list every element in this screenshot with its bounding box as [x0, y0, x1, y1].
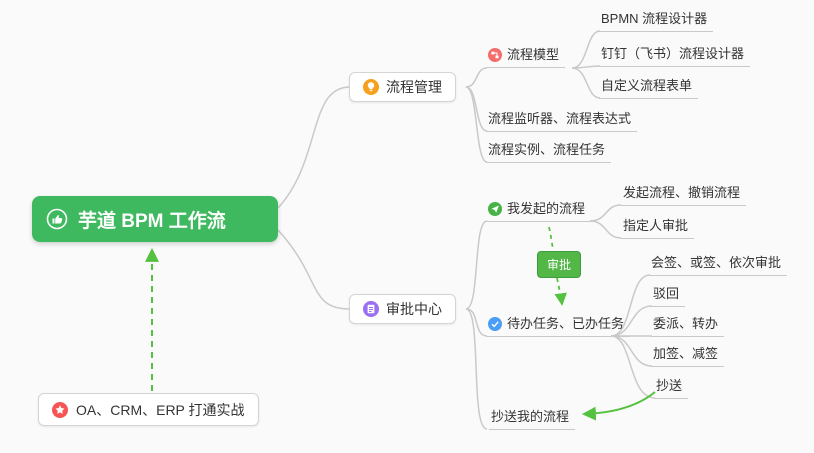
node-cc[interactable]: 抄送 — [654, 377, 689, 399]
leaf-label: 流程监听器、流程表达式 — [488, 111, 632, 126]
leaf-label: 加签、减签 — [653, 346, 719, 361]
node-bpmn-designer[interactable]: BPMN 流程设计器 — [599, 10, 714, 32]
star-icon — [52, 401, 68, 418]
node-cc-my-process[interactable]: 抄送我的流程 — [489, 408, 576, 430]
node-add-remove-sign[interactable]: 加签、减签 — [651, 345, 725, 367]
root-node[interactable]: 芋道 BPM 工作流 — [32, 196, 278, 242]
node-custom-form[interactable]: 自定义流程表单 — [599, 77, 699, 99]
leaf-label: 待办任务、已办任务 — [507, 316, 625, 331]
relation-arrow-cc — [581, 391, 656, 421]
relation-line-approve-top — [548, 226, 554, 251]
branch-approval-center[interactable]: 审批中心 — [349, 294, 456, 324]
leaf-label: 抄送我的流程 — [491, 409, 570, 424]
leaf-label: 钉钉（飞书）流程设计器 — [601, 46, 745, 61]
leaf-label: 发起流程、撤销流程 — [623, 185, 741, 200]
node-initiate-cancel[interactable]: 发起流程、撤销流程 — [621, 184, 747, 206]
leaf-label: 会签、或签、依次审批 — [651, 255, 782, 270]
node-listener-expression[interactable]: 流程监听器、流程表达式 — [486, 110, 638, 132]
node-instance-task[interactable]: 流程实例、流程任务 — [486, 141, 612, 163]
note-oa-crm-erp[interactable]: OA、CRM、ERP 打通实战 — [38, 393, 259, 426]
leaf-label: 抄送 — [656, 378, 683, 393]
node-delegate-transfer[interactable]: 委派、转办 — [651, 315, 725, 337]
thumbs-up-icon — [46, 208, 68, 230]
leaf-label: BPMN 流程设计器 — [601, 11, 708, 26]
relation-arrows — [145, 226, 656, 421]
node-countersign[interactable]: 会签、或签、依次审批 — [649, 254, 788, 276]
node-dingtalk-designer[interactable]: 钉钉（飞书）流程设计器 — [599, 45, 751, 67]
relation-badge-approve[interactable]: 审批 — [537, 251, 582, 278]
clipboard-icon — [363, 301, 379, 317]
leaf-label: 驳回 — [653, 286, 680, 301]
leaf-label: 我发起的流程 — [507, 201, 586, 216]
node-assignee-approval[interactable]: 指定人审批 — [621, 217, 695, 239]
leaf-label: 委派、转办 — [653, 316, 719, 331]
branch-label: 审批中心 — [386, 301, 442, 317]
leaf-label: 流程模型 — [507, 47, 560, 62]
leaf-label: 自定义流程表单 — [601, 78, 693, 93]
branch-process-management[interactable]: 流程管理 — [349, 72, 456, 102]
check-icon — [488, 316, 502, 331]
branch-connectors — [277, 30, 656, 430]
leaf-label: 指定人审批 — [623, 218, 689, 233]
lightbulb-icon — [363, 79, 379, 95]
node-reject[interactable]: 驳回 — [651, 285, 686, 307]
node-process-model[interactable]: 流程模型 — [486, 46, 566, 68]
branch-label: 流程管理 — [386, 79, 442, 95]
leaf-label: 流程实例、流程任务 — [488, 142, 606, 157]
note-label: OA、CRM、ERP 打通实战 — [76, 401, 245, 418]
node-todo-done[interactable]: 待办任务、已办任务 — [486, 315, 631, 337]
relation-arrow-approve — [554, 277, 567, 306]
paper-plane-icon — [488, 201, 502, 216]
root-label: 芋道 BPM 工作流 — [78, 210, 226, 232]
badge-label: 审批 — [547, 258, 572, 272]
node-my-initiated[interactable]: 我发起的流程 — [486, 200, 592, 222]
flow-model-icon — [488, 47, 502, 62]
